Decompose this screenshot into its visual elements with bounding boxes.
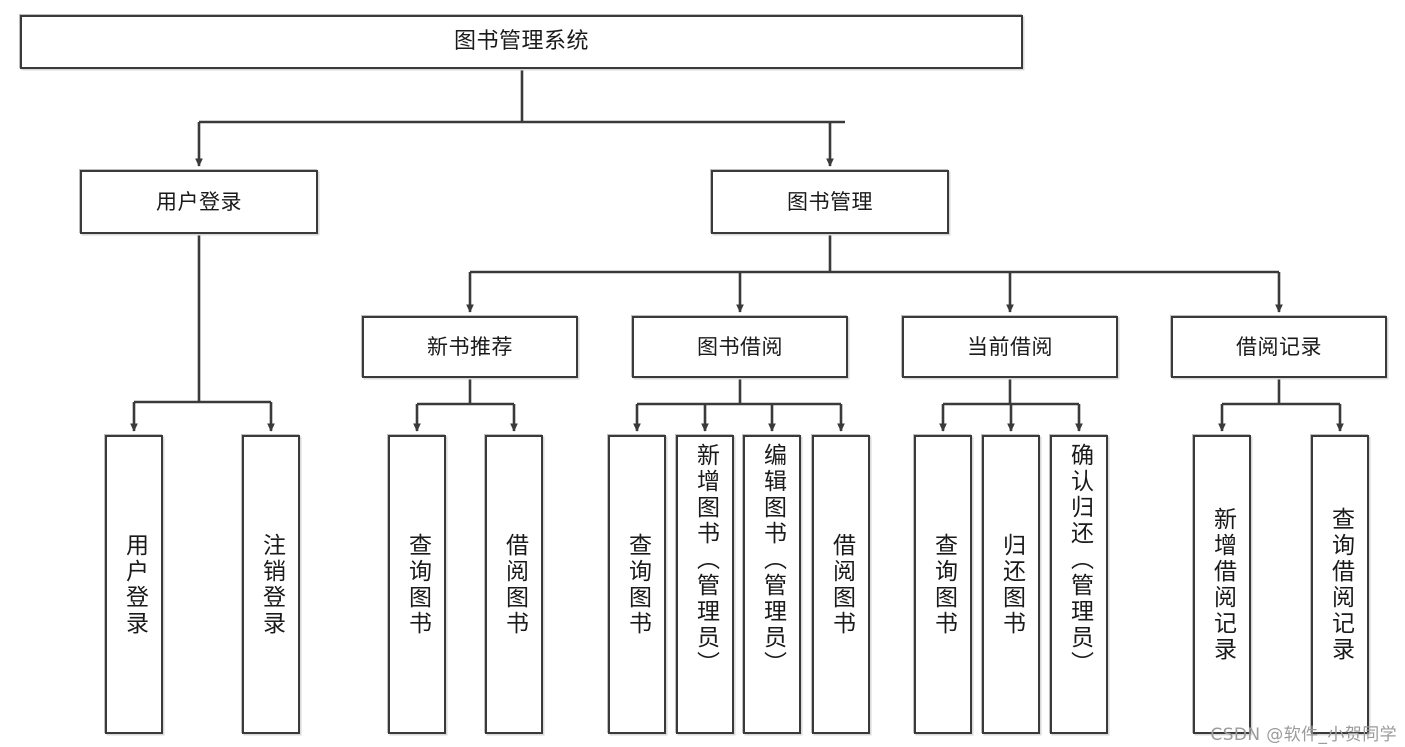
node-borrow-records[interactable]: 借阅记录 [1171,316,1387,378]
leaf-current-query-book[interactable]: 查询图书 [914,435,972,734]
leaf-user-login-signin[interactable]: 用户登录 [105,435,163,734]
node-label: 新增借阅记录 [1209,506,1236,663]
node-label: 查询图书 [930,532,957,637]
node-label: 图书管理系统 [453,29,589,55]
node-label: 查询借阅记录 [1327,506,1354,663]
node-book-management[interactable]: 图书管理 [711,170,949,234]
node-label: 新书推荐 [427,334,513,359]
node-label: 新增图书（管理员） [692,443,719,677]
node-label: 编辑图书（管理员） [759,443,786,677]
csdn-watermark: CSDN @软件_小贺同学 [1210,725,1397,745]
node-label: 查询图书 [624,532,651,637]
leaf-user-login-signout[interactable]: 注销登录 [242,435,300,734]
leaf-records-query-record[interactable]: 查询借阅记录 [1311,435,1369,734]
node-label: 图书管理 [787,189,873,214]
node-current-borrow[interactable]: 当前借阅 [902,316,1118,378]
node-label: 图书借阅 [697,334,783,359]
node-book-borrow[interactable]: 图书借阅 [632,316,848,378]
leaf-current-return-book[interactable]: 归还图书 [982,435,1040,734]
node-label: 借阅图书 [828,532,855,637]
leaf-recommend-query-book[interactable]: 查询图书 [388,435,446,734]
node-label: 用户登录 [156,189,242,214]
node-label: 借阅记录 [1236,334,1322,359]
leaf-current-confirm-return-admin[interactable]: 确认归还（管理员） [1050,435,1108,734]
node-root-system[interactable]: 图书管理系统 [20,15,1023,69]
leaf-borrow-edit-book-admin[interactable]: 编辑图书（管理员） [743,435,801,734]
leaf-borrow-add-book-admin[interactable]: 新增图书（管理员） [676,435,734,734]
node-label: 查询图书 [404,532,431,637]
node-label: 确认归还（管理员） [1066,443,1093,677]
node-label: 归还图书 [998,532,1025,637]
leaf-records-add-record[interactable]: 新增借阅记录 [1193,435,1251,734]
node-label: 注销登录 [258,532,285,637]
node-user-login[interactable]: 用户登录 [80,170,318,234]
node-label: 用户登录 [121,532,148,637]
node-new-book-recommend[interactable]: 新书推荐 [362,316,578,378]
leaf-borrow-borrow-book[interactable]: 借阅图书 [812,435,870,734]
leaf-recommend-borrow-book[interactable]: 借阅图书 [485,435,543,734]
node-label: 借阅图书 [501,532,528,637]
node-label: 当前借阅 [967,334,1053,359]
leaf-borrow-query-book[interactable]: 查询图书 [608,435,666,734]
